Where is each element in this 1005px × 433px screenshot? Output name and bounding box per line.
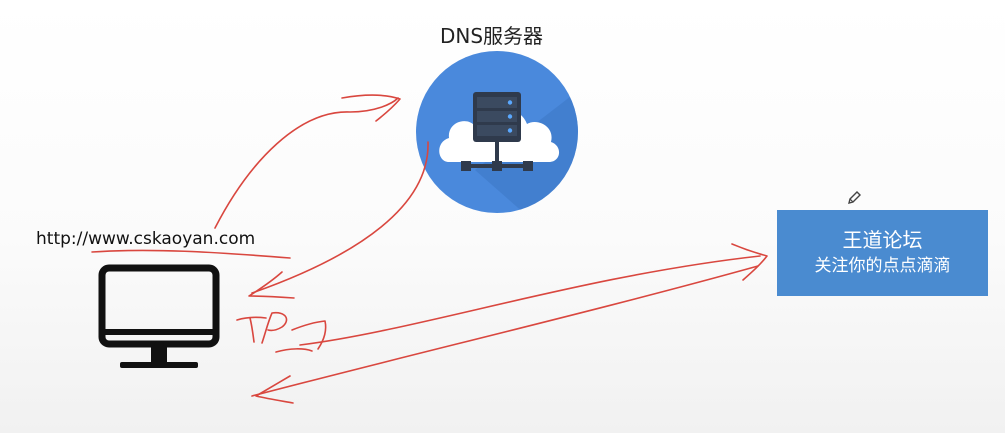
ip-dash (275, 348, 313, 353)
monitor-base (120, 362, 198, 368)
web-server-title: 王道论坛 (842, 228, 923, 252)
url-label: http://www.cskaoyan.com (36, 229, 256, 249)
cloud-server-icon (416, 51, 578, 213)
request-arrow-head (731, 243, 768, 281)
request-arrow-curve (299, 255, 761, 346)
query-arrow-head (341, 94, 401, 122)
ip-bracket (291, 320, 327, 350)
dns-server-label: DNS服务器 (440, 24, 544, 48)
ip-letter-p (261, 311, 288, 344)
computer-monitor-icon (98, 264, 220, 368)
response-arrow-head (248, 271, 295, 299)
reply-arrow-head (255, 375, 294, 404)
url-underline (91, 249, 291, 259)
pencil-icon (848, 191, 861, 204)
web-server-box: 王道论坛 关注你的点点滴滴 (777, 210, 988, 296)
query-arrow-curve (214, 97, 399, 229)
response-arrow-curve (251, 141, 429, 294)
monitor-stand (151, 346, 167, 364)
web-server-subtitle: 关注你的点点滴滴 (814, 256, 951, 276)
reply-arrow-curve (251, 265, 759, 397)
ip-letter-i (236, 316, 267, 343)
